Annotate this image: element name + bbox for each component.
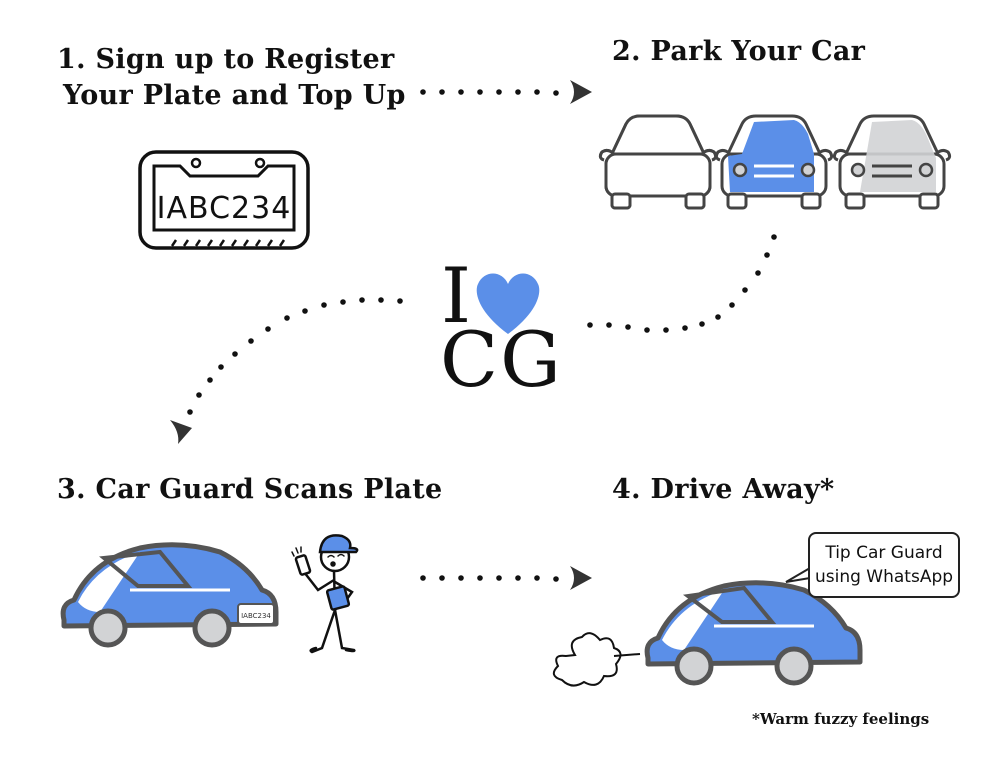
step-4-number: 4.	[612, 474, 641, 505]
car-guard-figure-icon	[291, 534, 359, 654]
arrow-step3-to-step4	[420, 566, 592, 590]
arrow-step1-to-step2	[420, 80, 592, 104]
footnote: *Warm fuzzy feelings	[752, 710, 930, 728]
parked-car-right-icon	[832, 114, 952, 210]
step-4-title: 4. Drive Away*	[612, 472, 834, 508]
step-1-number: 1.	[57, 44, 86, 75]
step-1-title: 1. Sign up to Register Your Plate and To…	[57, 42, 406, 113]
parked-car-blue-icon	[714, 114, 834, 210]
step-1-line1: Sign up to Register	[95, 44, 395, 75]
step-2-number: 2.	[612, 36, 641, 67]
license-plate-text: IABC234	[157, 191, 292, 226]
speech-bubble-tail	[785, 567, 811, 583]
speech-bubble: Tip Car Guard using WhatsApp	[808, 532, 960, 598]
car-side-icon: IABC234	[60, 542, 279, 648]
speech-bubble-line2: using WhatsApp	[814, 567, 954, 587]
step-4-text: Drive Away*	[650, 474, 835, 505]
heart-icon	[476, 273, 540, 334]
arrow-logo-to-step3	[170, 297, 403, 444]
logo-letter-i: I	[441, 251, 472, 340]
step-3-title: 3. Car Guard Scans Plate	[57, 472, 442, 508]
exhaust-cloud-icon	[552, 632, 641, 687]
license-plate-icon	[138, 150, 310, 250]
step-3-number: 3.	[57, 474, 86, 505]
arrow-step2-to-logo	[587, 234, 777, 333]
step-3-text: Car Guard Scans Plate	[95, 474, 443, 505]
step-1-line2: Your Plate and Top Up	[63, 79, 406, 111]
step-2-text: Park Your Car	[650, 36, 866, 67]
parked-car-left-icon	[598, 114, 718, 210]
logo-letters-cg: CG	[440, 315, 563, 404]
car-driving-away-icon	[644, 580, 863, 686]
speech-bubble-line1: Tip Car Guard	[825, 543, 943, 563]
small-plate-text: IABC234	[241, 612, 271, 620]
step-2-title: 2. Park Your Car	[612, 34, 865, 70]
